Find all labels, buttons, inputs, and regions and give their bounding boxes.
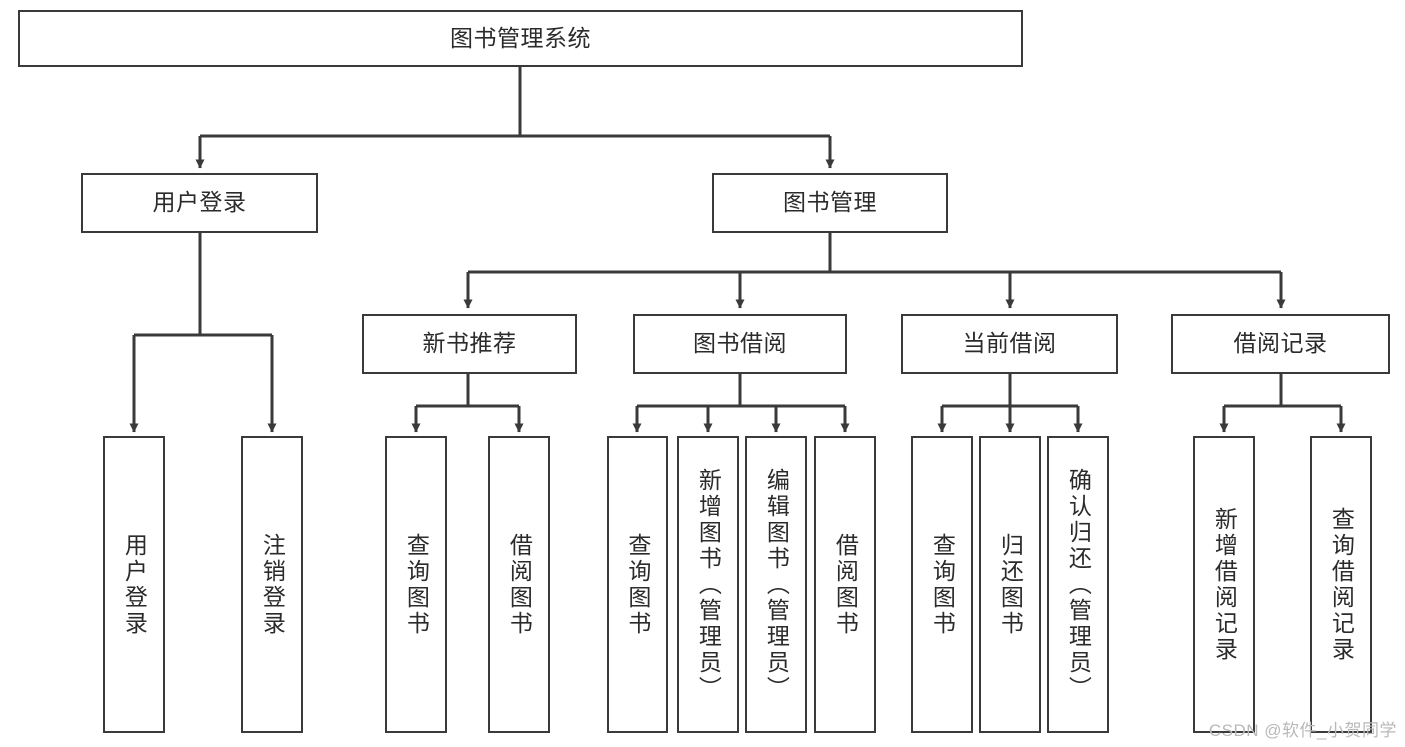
leaf-label: 查询图书 (403, 532, 430, 637)
node-borrow-record[interactable]: 借阅记录 (1171, 314, 1390, 374)
leaf-query-book-recommend[interactable]: 查询图书 (385, 436, 447, 733)
leaf-label: 新增图书（管理员） (695, 467, 722, 702)
leaf-query-book-current[interactable]: 查询图书 (911, 436, 973, 733)
leaf-query-borrow-record[interactable]: 查询借阅记录 (1310, 436, 1372, 733)
watermark: CSDN @软件_小贺同学 (1208, 721, 1397, 740)
leaf-edit-book-admin[interactable]: 编辑图书（管理员） (745, 436, 807, 733)
leaf-label: 注销登录 (259, 532, 286, 637)
leaf-return-book[interactable]: 归还图书 (979, 436, 1041, 733)
node-book-borrow[interactable]: 图书借阅 (633, 314, 847, 374)
leaf-user-login[interactable]: 用户登录 (103, 436, 165, 733)
leaf-borrow-book-recommend[interactable]: 借阅图书 (488, 436, 550, 733)
leaf-label: 编辑图书（管理员） (763, 467, 790, 702)
node-root[interactable]: 图书管理系统 (18, 10, 1023, 67)
leaf-add-book-admin[interactable]: 新增图书（管理员） (677, 436, 739, 733)
node-book-management[interactable]: 图书管理 (712, 173, 948, 233)
node-current-borrow[interactable]: 当前借阅 (901, 314, 1118, 374)
leaf-query-book-borrow[interactable]: 查询图书 (607, 436, 668, 733)
leaf-label: 借阅图书 (506, 532, 533, 637)
leaf-label: 用户登录 (121, 532, 148, 637)
leaf-logout[interactable]: 注销登录 (241, 436, 303, 733)
leaf-label: 归还图书 (997, 532, 1024, 637)
leaf-label: 新增借阅记录 (1211, 506, 1238, 663)
node-user-login[interactable]: 用户登录 (81, 173, 318, 233)
leaf-label: 查询图书 (624, 532, 651, 637)
leaf-label: 查询借阅记录 (1328, 506, 1355, 663)
leaf-label: 确认归还（管理员） (1065, 467, 1092, 702)
leaf-label: 借阅图书 (832, 532, 859, 637)
leaf-borrow-book[interactable]: 借阅图书 (814, 436, 876, 733)
leaf-confirm-return-admin[interactable]: 确认归还（管理员） (1047, 436, 1109, 733)
leaf-label: 查询图书 (929, 532, 956, 637)
leaf-add-borrow-record[interactable]: 新增借阅记录 (1193, 436, 1255, 733)
node-new-book-recommend[interactable]: 新书推荐 (362, 314, 577, 374)
